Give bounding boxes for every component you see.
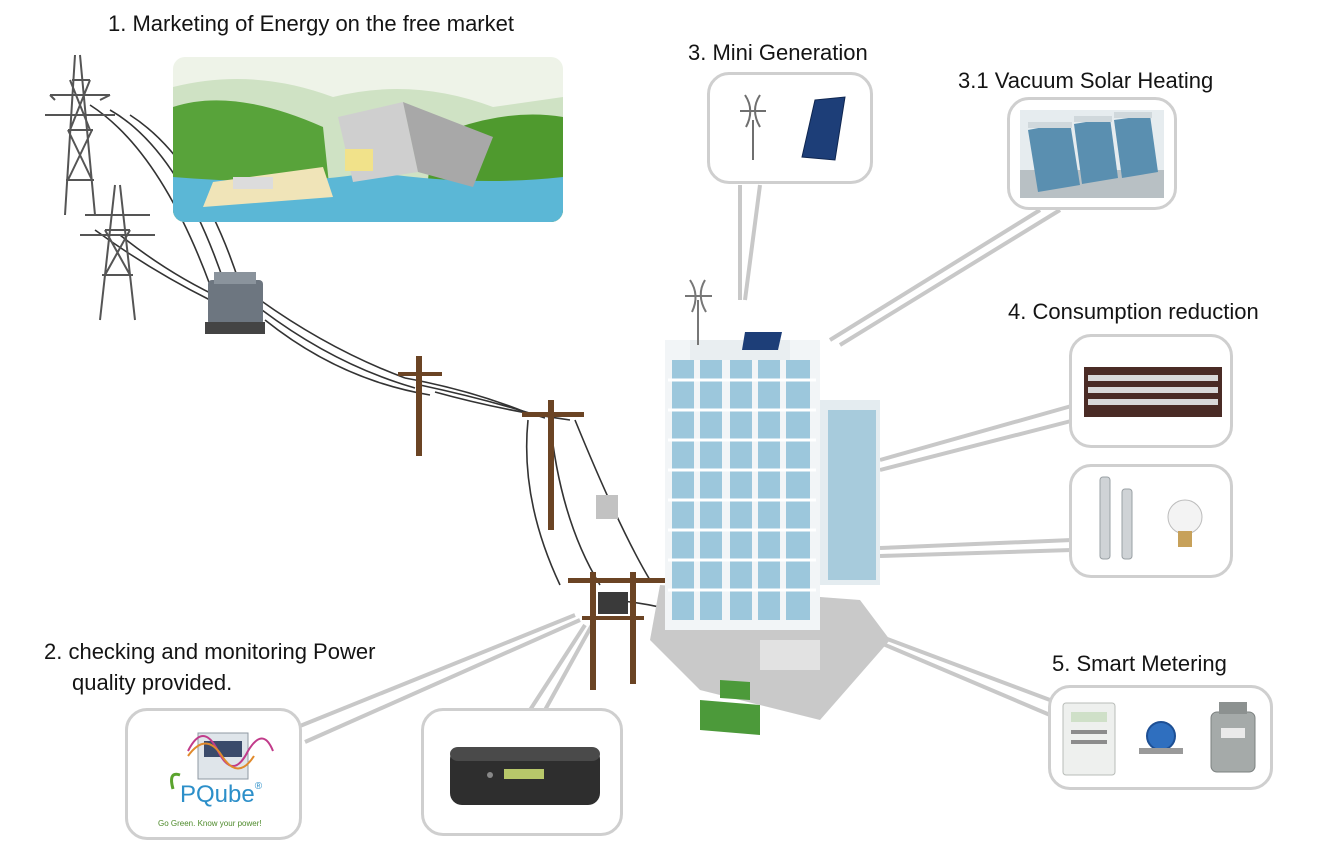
pole-transformer-icon bbox=[596, 495, 618, 519]
rooftop-solar-panel-icon bbox=[742, 332, 782, 350]
pqube-bubble: PQube® Go Green. Know your power! bbox=[125, 708, 302, 840]
label-vacuum-solar-heating: 3.1 Vacuum Solar Heating bbox=[958, 68, 1214, 93]
transmission-tower-icon bbox=[45, 54, 155, 321]
consumption-bubble-top bbox=[1069, 334, 1233, 448]
gas-meter-icon bbox=[1210, 702, 1256, 773]
vacuum-tube-solar-heater-icon bbox=[1020, 110, 1164, 198]
mini-generation-bubble bbox=[707, 72, 873, 184]
power-quality-device-icon bbox=[170, 732, 274, 790]
pqube-tagline: Go Green. Know your power! bbox=[158, 819, 262, 828]
label-marketing: 1. Marketing of Energy on the free marke… bbox=[108, 11, 514, 36]
label-power-quality-line1: 2. checking and monitoring Power bbox=[44, 639, 376, 664]
sprout-icon bbox=[170, 772, 181, 790]
building-icon bbox=[650, 332, 890, 735]
electric-meter-icon bbox=[1062, 702, 1116, 776]
transformer-icon bbox=[205, 272, 265, 334]
led-bulb-icon bbox=[1167, 499, 1203, 547]
mini-generation-icons bbox=[740, 94, 846, 161]
pole-meter-box-icon bbox=[598, 592, 628, 614]
solar-panel-icon bbox=[801, 96, 846, 161]
monitoring-device-bubble bbox=[421, 708, 623, 836]
wind-turbine-icon bbox=[740, 94, 766, 160]
callout-connectors bbox=[294, 184, 1076, 744]
label-consumption-reduction: 4. Consumption reduction bbox=[1008, 299, 1259, 324]
hydro-dam-illustration bbox=[173, 57, 563, 222]
fluorescent-tube-icon bbox=[1099, 476, 1133, 560]
label-power-quality-line2: quality provided. bbox=[72, 670, 233, 695]
efficient-lighting-icons bbox=[1099, 476, 1203, 560]
rooftop-wind-turbine-icon bbox=[685, 279, 712, 345]
fluorescent-fixture-icon bbox=[1084, 367, 1222, 417]
utility-pole-icon bbox=[398, 356, 666, 690]
monitoring-box-icon bbox=[450, 747, 600, 805]
label-mini-generation: 3. Mini Generation bbox=[688, 40, 868, 65]
smart-meter-icons bbox=[1062, 702, 1256, 776]
consumption-bubble-bottom bbox=[1069, 464, 1233, 578]
water-meter-icon bbox=[1139, 721, 1183, 754]
smart-metering-bubble bbox=[1048, 685, 1273, 790]
label-smart-metering: 5. Smart Metering bbox=[1052, 651, 1227, 676]
pqube-logo-text: PQube® bbox=[180, 781, 263, 808]
vacuum-solar-heating-bubble bbox=[1007, 97, 1177, 210]
